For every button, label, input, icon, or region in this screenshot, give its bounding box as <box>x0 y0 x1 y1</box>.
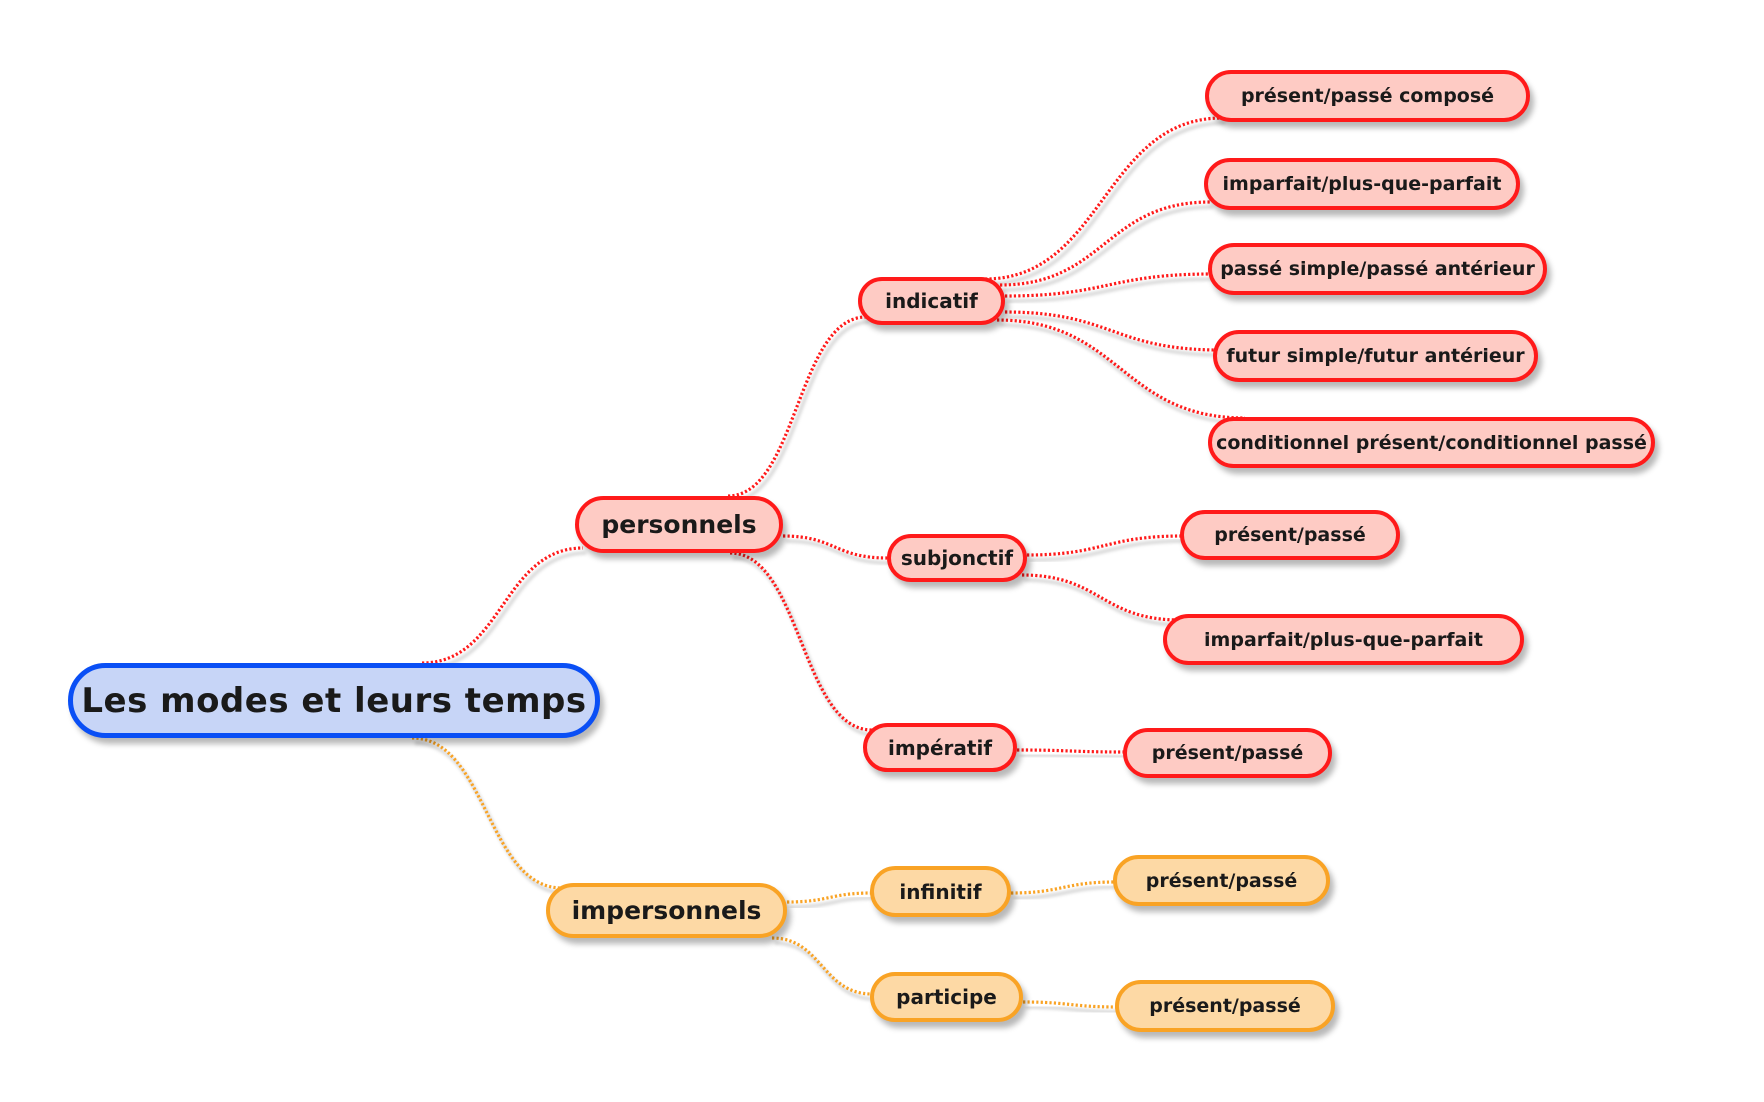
link-subjonctif-tense-1-shadow <box>1024 578 1184 627</box>
link-subjonctif-tense-0-shadow <box>1029 539 1186 562</box>
link-root-personnels-shadow <box>424 551 587 670</box>
link-personnels-indicatif <box>727 315 867 498</box>
link-personnels-imperatif-shadow <box>732 556 876 737</box>
link-indicatif-tense-0-shadow <box>987 121 1226 286</box>
link-root-impersonnels-shadow <box>414 741 566 895</box>
link-participe-tense-0-shadow <box>1025 1005 1122 1014</box>
mode-subjonctif[interactable]: subjonctif <box>887 534 1027 582</box>
tense-infinitif-present-passe[interactable]: présent/passé <box>1113 855 1330 906</box>
link-indicatif-tense-1 <box>999 200 1211 287</box>
tense-imperatif-present-passe[interactable]: présent/passé <box>1123 728 1332 778</box>
link-subjonctif-tense-1 <box>1021 573 1181 622</box>
link-indicatif-tense-1-shadow <box>1002 205 1214 292</box>
tense-indicatif-present-passe-compose[interactable]: présent/passé composé <box>1205 70 1530 122</box>
mode-indicatif[interactable]: indicatif <box>858 277 1005 325</box>
link-indicatif-tense-3 <box>1004 310 1221 352</box>
link-imperatif-tense-0-shadow <box>1019 753 1129 759</box>
link-indicatif-tense-2 <box>1004 272 1213 298</box>
link-impersonnels-infinitif-shadow <box>789 896 876 909</box>
link-imperatif-tense-0 <box>1016 748 1126 754</box>
mode-participe[interactable]: participe <box>870 972 1023 1022</box>
tense-indicatif-futur[interactable]: futur simple/futur antérieur <box>1213 330 1538 382</box>
link-subjonctif-tense-0 <box>1026 534 1183 557</box>
link-infinitif-tense-0 <box>1010 880 1116 895</box>
mode-infinitif[interactable]: infinitif <box>870 866 1011 917</box>
tense-subjonctif-imparfait[interactable]: imparfait/plus-que-parfait <box>1163 614 1524 665</box>
link-infinitif-tense-0-shadow <box>1013 885 1119 900</box>
link-impersonnels-participe-shadow <box>774 941 876 1001</box>
link-personnels-subjonctif-shadow <box>785 539 891 565</box>
link-root-impersonnels <box>411 736 563 890</box>
link-indicatif-tense-4 <box>996 318 1246 420</box>
tense-indicatif-passe-simple[interactable]: passé simple/passé antérieur <box>1208 243 1547 295</box>
tense-indicatif-conditionnel[interactable]: conditionnel présent/conditionnel passé <box>1208 417 1655 468</box>
link-indicatif-tense-4-shadow <box>999 323 1249 425</box>
tense-indicatif-imparfait[interactable]: imparfait/plus-que-parfait <box>1204 158 1520 210</box>
link-root-personnels <box>421 546 584 665</box>
link-personnels-indicatif-shadow <box>730 320 870 503</box>
branch-personnels[interactable]: personnels <box>575 496 783 553</box>
root-node[interactable]: Les modes et leurs temps <box>68 663 600 738</box>
link-personnels-imperatif <box>729 551 873 732</box>
link-personnels-subjonctif <box>782 534 888 560</box>
tense-participe-present-passe[interactable]: présent/passé <box>1115 980 1335 1032</box>
link-indicatif-tense-2-shadow <box>1007 277 1216 303</box>
tense-subjonctif-present-passe[interactable]: présent/passé <box>1180 510 1400 560</box>
branch-impersonnels[interactable]: impersonnels <box>546 883 787 938</box>
link-indicatif-tense-0 <box>984 116 1223 281</box>
link-indicatif-tense-3-shadow <box>1007 315 1224 357</box>
mode-imperatif[interactable]: impératif <box>863 723 1017 772</box>
